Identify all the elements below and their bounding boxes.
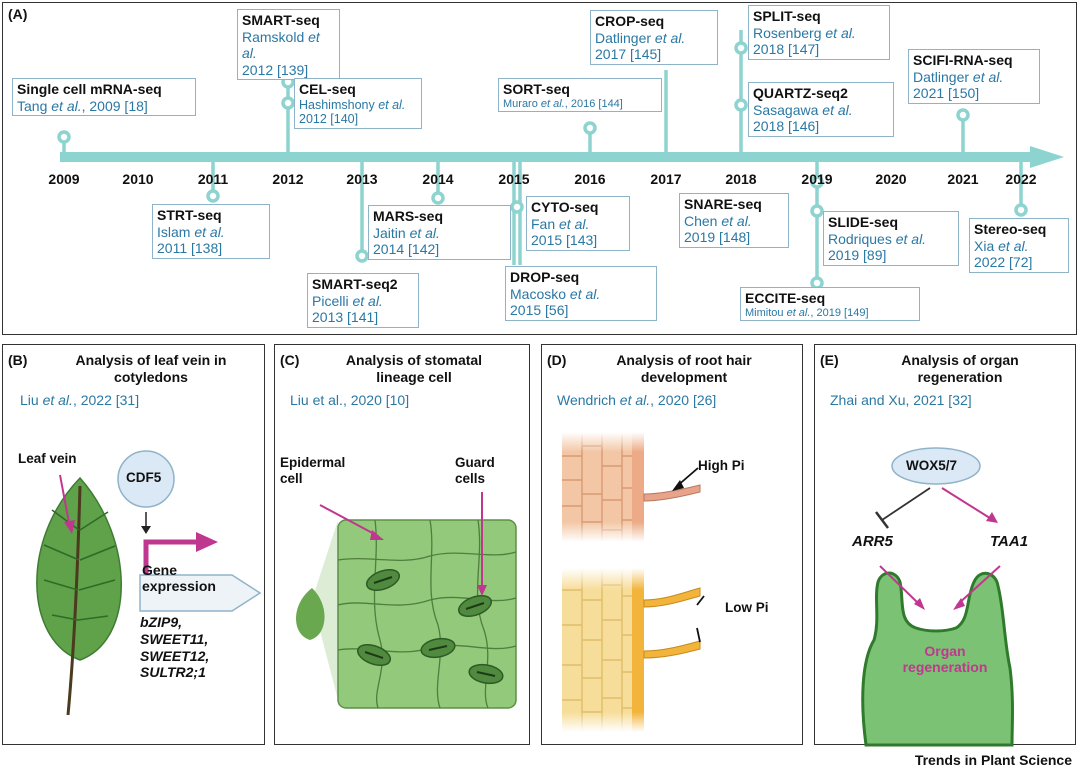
method-strt-seq: STRT-seq Islam et al. 2011 [138] <box>152 204 270 259</box>
year-label: 2020 <box>875 171 907 187</box>
method-smart-seq: SMART-seq Ramskold et al. 2012 [139] <box>237 9 340 81</box>
wox-node <box>891 447 981 485</box>
method-cel-seq: CEL-seq Hashimshony et al. 2012 [140] <box>294 78 422 130</box>
panel-d-citation: Wendrich et al., 2020 [26] <box>557 392 717 408</box>
organ-shape <box>861 571 1014 747</box>
method-sort-seq: SORT-seq Muraro et al., 2016 [144] <box>498 78 662 113</box>
year-label: 2018 <box>725 171 757 187</box>
year-label: 2016 <box>574 171 606 187</box>
method-crop-seq: CROP-seq Datlinger et al. 2017 [145] <box>590 10 718 65</box>
panel-b-citation: Liu et al., 2022 [31] <box>20 392 140 408</box>
method-cyto-seq: CYTO-seq Fan et al. 2015 [143] <box>526 196 630 251</box>
method-eccite-seq: ECCITE-seq Mimitou et al., 2019 [149] <box>740 287 920 322</box>
panel-label-e: (E) <box>820 352 839 368</box>
method-scifi-rna-seq: SCIFI-RNA-seq Datlinger et al. 2021 [150… <box>908 49 1040 104</box>
gene-list: bZIP9,SWEET11,SWEET12,SULTR2;1 <box>140 614 210 681</box>
year-label: 2022 <box>1005 171 1037 187</box>
year-label: 2014 <box>422 171 454 187</box>
method-quartz-seq2: QUARTZ-seq2 Sasagawa et al. 2018 [146] <box>748 82 894 137</box>
method-split-seq: SPLIT-seq Rosenberg et al. 2018 [147] <box>748 5 890 60</box>
wox-label: WOX5/7 <box>906 458 958 473</box>
arr5-label: ARR5 <box>852 533 893 550</box>
timeline-bar <box>60 152 1034 162</box>
taa1-label: TAA1 <box>990 533 1029 550</box>
high-pi-label: High Pi <box>698 458 745 473</box>
timeline-connectors <box>57 30 1028 290</box>
journal-footer: Trends in Plant Science <box>914 752 1072 768</box>
root-high-pi <box>562 432 701 542</box>
timeline-arrowhead <box>1030 146 1064 168</box>
leaf-shape <box>36 476 122 661</box>
cdf5-node <box>117 450 175 508</box>
panel-label-d: (D) <box>547 352 567 368</box>
root-low-pi <box>562 568 701 732</box>
panel-label-a: (A) <box>8 6 28 22</box>
panel-c-citation: Liu et al., 2020 [10] <box>290 392 410 408</box>
year-label: 2012 <box>272 171 304 187</box>
method-drop-seq: DROP-seq Macosko et al. 2015 [56] <box>505 266 657 321</box>
leaf-vein-label: Leaf vein <box>18 451 77 466</box>
year-label: 2010 <box>122 171 154 187</box>
year-label: 2019 <box>801 171 833 187</box>
year-label: 2021 <box>947 171 979 187</box>
panel-label-c: (C) <box>280 352 300 368</box>
year-label: 2011 <box>197 171 229 187</box>
cdf5-label: CDF5 <box>126 470 162 485</box>
method-slide-seq: SLIDE-seq Rodriques et al. 2019 [89] <box>823 211 959 266</box>
small-leaf <box>296 588 325 640</box>
method-mars-seq: MARS-seq Jaitin et al. 2014 [142] <box>368 205 511 260</box>
low-pi-label: Low Pi <box>725 600 769 615</box>
panel-label-b: (B) <box>8 352 28 368</box>
year-label: 2015 <box>498 171 530 187</box>
year-label: 2017 <box>650 171 682 187</box>
year-label: 2013 <box>346 171 378 187</box>
method-stereo-seq: Stereo-seq Xia et al. 2022 [72] <box>969 218 1069 273</box>
panel-e-citation: Zhai and Xu, 2021 [32] <box>830 392 972 408</box>
method-single-cell-mrna-seq: Single cell mRNA-seq Tang et al., 2009 [… <box>12 78 196 117</box>
gene-arrow <box>139 574 262 612</box>
leaf-midrib <box>66 485 82 716</box>
method-snare-seq: SNARE-seq Chen et al. 2019 [148] <box>679 193 789 248</box>
method-smart-seq2: SMART-seq2 Picelli et al. 2013 [141] <box>307 273 419 328</box>
year-label: 2009 <box>48 171 80 187</box>
